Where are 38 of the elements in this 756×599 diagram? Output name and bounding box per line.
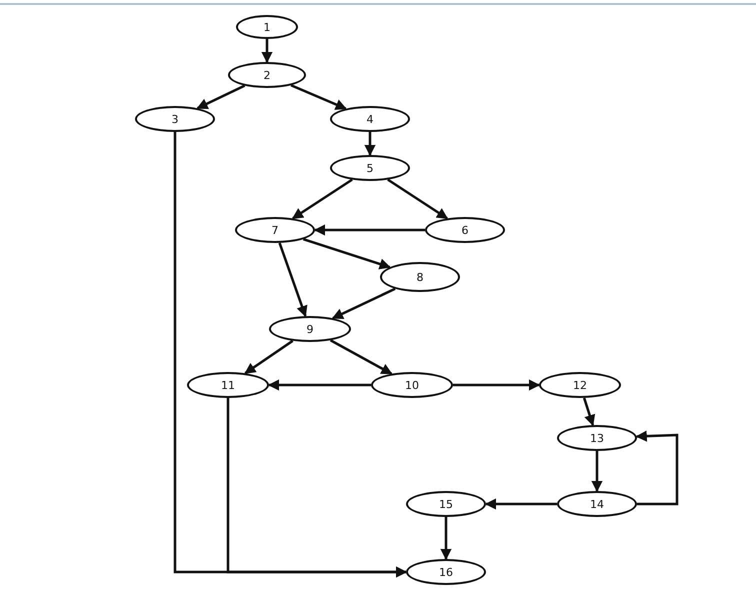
arrow bbox=[453, 379, 540, 391]
arrow bbox=[278, 242, 308, 318]
node-number: 16 bbox=[439, 566, 453, 578]
arrow bbox=[364, 132, 376, 156]
node-number: 15 bbox=[439, 498, 453, 510]
ellipse-node bbox=[235, 217, 315, 243]
arrow bbox=[484, 498, 557, 510]
arrow bbox=[268, 379, 371, 391]
arrow bbox=[440, 517, 452, 560]
node-number: 6 bbox=[462, 224, 468, 236]
arrow bbox=[226, 398, 408, 578]
arrow bbox=[387, 178, 448, 220]
arrow bbox=[314, 224, 425, 236]
node-number: 5 bbox=[366, 162, 374, 174]
arrow bbox=[332, 288, 396, 320]
arrow bbox=[292, 178, 353, 220]
node-number: 4 bbox=[366, 112, 374, 126]
node-number: 12 bbox=[573, 378, 587, 392]
arrow bbox=[582, 398, 596, 426]
node-number: 2 bbox=[264, 68, 270, 82]
arrow bbox=[330, 339, 392, 375]
node-number: 8 bbox=[416, 270, 424, 284]
arrow bbox=[302, 238, 391, 270]
arrow bbox=[261, 39, 273, 64]
node-number: 1 bbox=[264, 20, 270, 34]
node-number: 10 bbox=[405, 378, 419, 392]
node-number: 11 bbox=[221, 378, 235, 392]
node-number: 13 bbox=[590, 432, 604, 444]
arrow bbox=[290, 84, 347, 110]
arrow bbox=[591, 451, 603, 492]
node-number: 14 bbox=[590, 498, 604, 510]
arrow bbox=[636, 430, 678, 506]
ellipse-node bbox=[380, 262, 460, 292]
node-number: 9 bbox=[306, 322, 314, 336]
arrow bbox=[196, 84, 246, 110]
node-number: 7 bbox=[272, 224, 278, 236]
node-number: 3 bbox=[172, 112, 178, 126]
arrow bbox=[244, 340, 294, 374]
